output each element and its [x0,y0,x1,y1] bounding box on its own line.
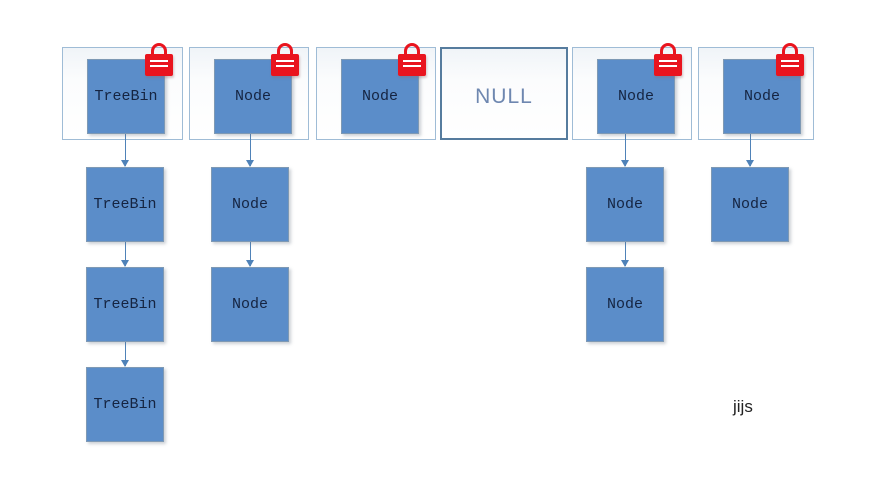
treebin-chain-box: TreeBin [86,367,164,442]
treebin-box-label: TreeBin [93,296,157,313]
node-box-label: Node [361,88,398,105]
lock-shackle [782,43,798,56]
arrow-down-icon [246,242,254,267]
lock-shackle [660,43,676,56]
arrow-down-icon [746,133,754,167]
node-box-label: Node [743,88,780,105]
lock-icon [398,43,426,76]
lock-body [271,54,299,76]
lock-body [398,54,426,76]
node-box-label: Node [606,296,643,313]
treebin-box-label: TreeBin [93,196,157,213]
arrow-down-icon [246,133,254,167]
null-label: NULL [475,84,533,108]
lock-body [654,54,682,76]
lock-shackle [404,43,420,56]
bucket-cell-node-4: Node [698,43,814,140]
treebin-box-label: TreeBin [94,88,158,105]
bucket-cell-treebin: TreeBin [62,43,183,140]
arrow-down-icon [621,133,629,167]
node-box-label: Node [231,296,268,313]
arrow-down-icon [121,342,129,367]
treebin-chain-box: TreeBin [86,167,164,242]
bucket-cell-node-1: Node [189,43,309,140]
arrow-down-icon [121,242,129,267]
bucket-cell-node-2: Node [316,43,436,140]
watermark-text: jijs [733,397,753,416]
lock-icon [654,43,682,76]
lock-body [776,54,804,76]
node-chain-box: Node [586,167,664,242]
node-box-label: Node [617,88,654,105]
lock-icon [776,43,804,76]
node-box-label: Node [231,196,268,213]
bucket-cell-null: NULL [440,47,568,140]
node-chain-box: Node [586,267,664,342]
lock-icon [145,43,173,76]
lock-shackle [151,43,167,56]
bucket-cell-node-3: Node [572,43,692,140]
lock-icon [271,43,299,76]
node-chain-box: Node [211,167,289,242]
treebin-box-label: TreeBin [93,396,157,413]
arrow-down-icon [121,133,129,167]
node-chain-box: Node [711,167,789,242]
arrow-down-icon [621,242,629,267]
node-box-label: Node [234,88,271,105]
node-box-label: Node [731,196,768,213]
node-chain-box: Node [211,267,289,342]
lock-body [145,54,173,76]
node-box-label: Node [606,196,643,213]
treebin-chain-box: TreeBin [86,267,164,342]
lock-shackle [277,43,293,56]
